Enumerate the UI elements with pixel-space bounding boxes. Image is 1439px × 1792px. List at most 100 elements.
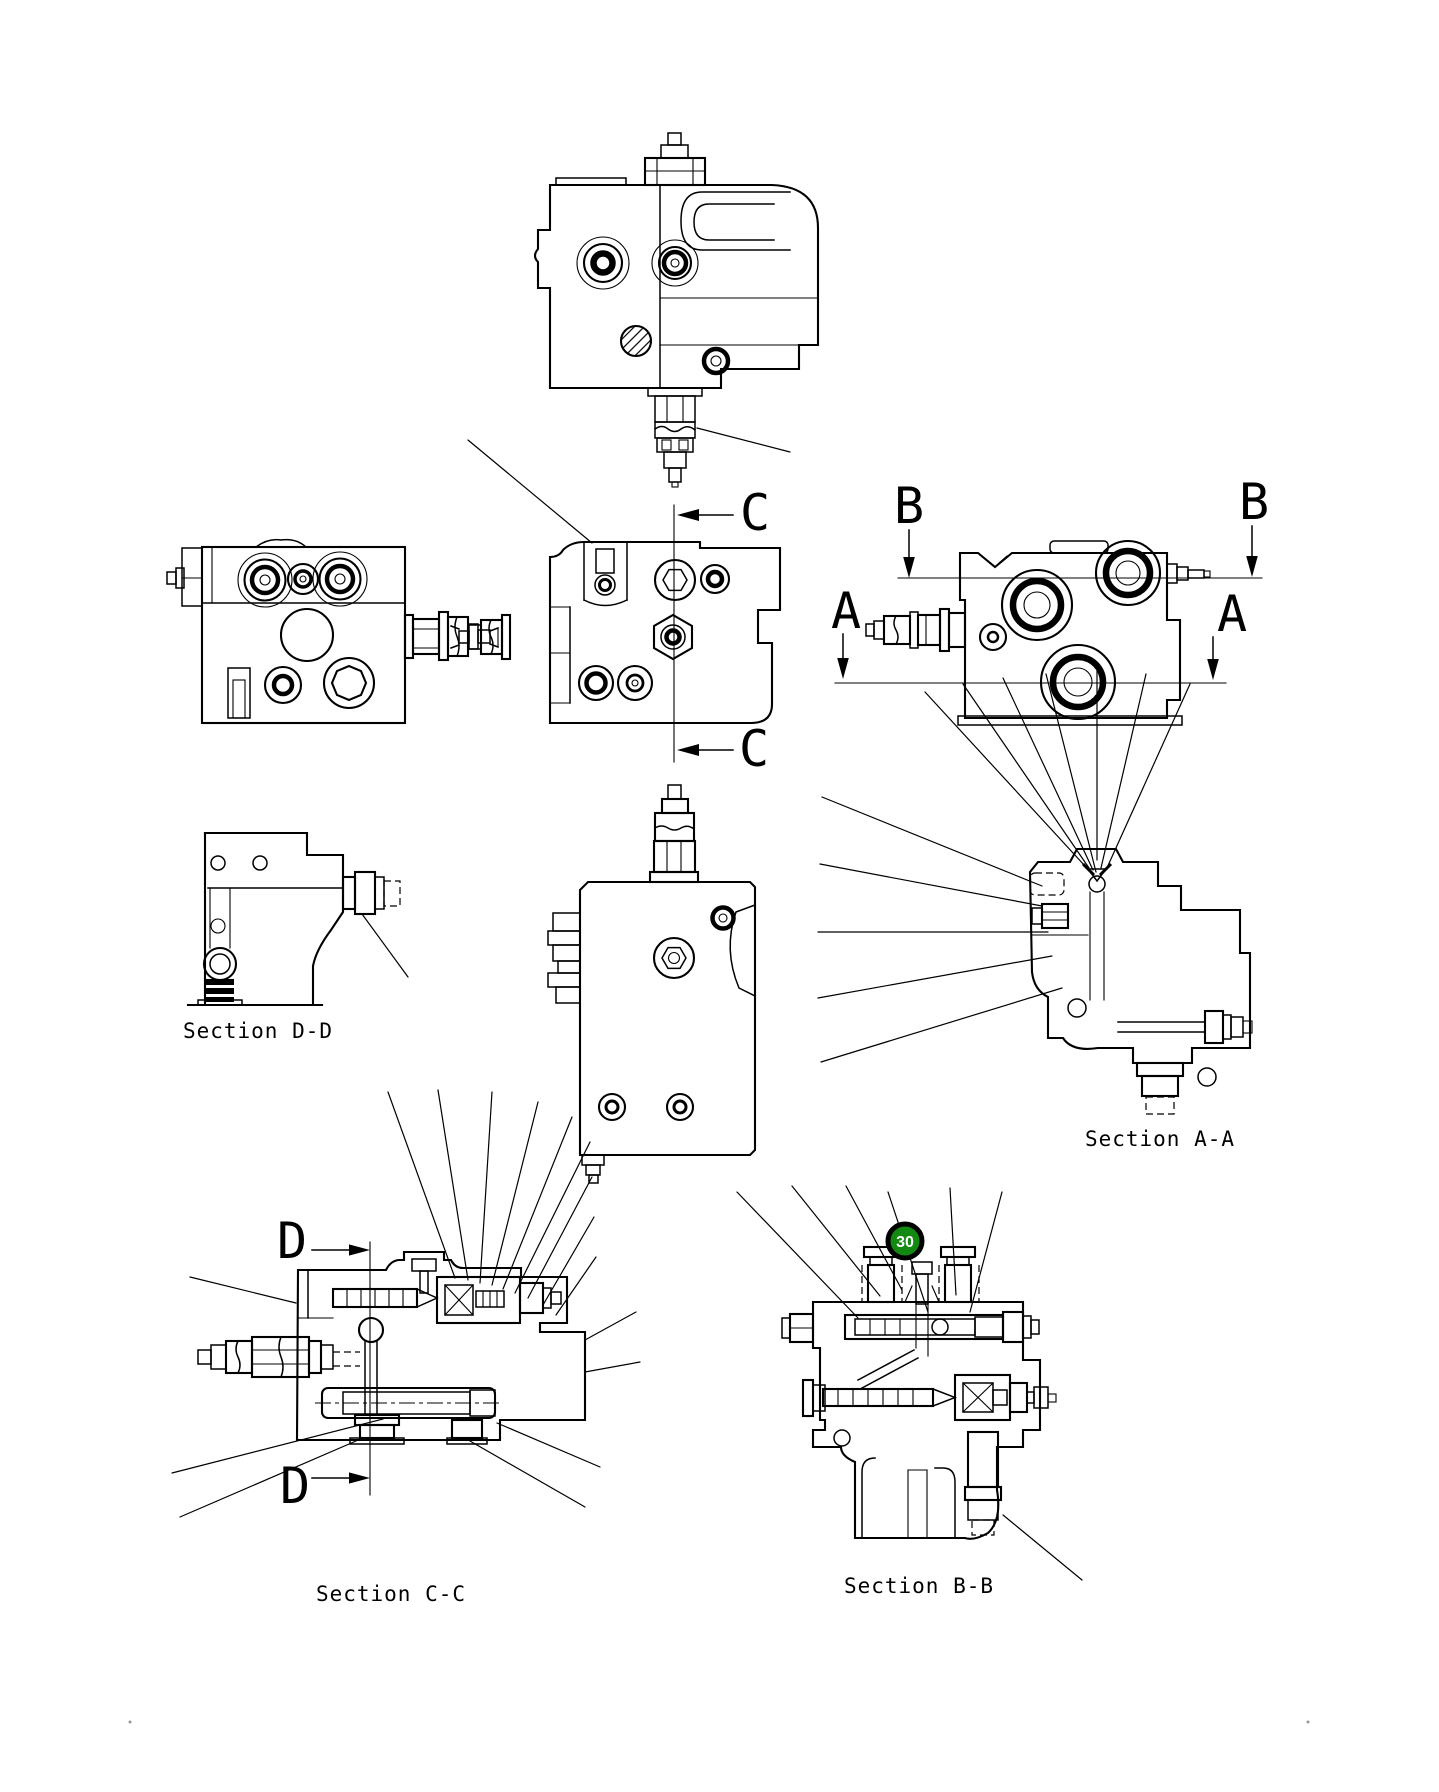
eyelet (202, 946, 238, 982)
section-aa-view: Section A-A (817, 669, 1253, 1151)
hex-plug-fitting (197, 1335, 360, 1379)
body-outline (958, 551, 1182, 720)
section-bb-label: Section B-B (844, 1574, 994, 1598)
bottom-plug (1135, 1061, 1185, 1115)
side-bolt (1166, 563, 1211, 584)
cut-letter-c-bottom: C (739, 720, 769, 778)
leader-line (361, 913, 409, 978)
section-dd-label: Section D-D (183, 1019, 333, 1043)
top-fitting (648, 784, 700, 884)
body-outline (200, 545, 407, 725)
right-foot-plug (446, 1418, 488, 1445)
pilot-valve-box (435, 1275, 562, 1325)
side-view-left (166, 538, 499, 725)
port-circle (651, 239, 699, 287)
plug-fitting (450, 613, 512, 661)
section-arrow (903, 557, 915, 578)
horizontal-cartridge (315, 1386, 502, 1420)
bottom-plug (349, 1413, 405, 1445)
section-cc-view: D D Section C-C (171, 1089, 641, 1606)
section-arrow (677, 509, 699, 521)
cartridge-valve (938, 1245, 980, 1304)
elevation-view-right (865, 539, 1211, 726)
page-mark (128, 1720, 132, 1724)
stem-nut (660, 144, 689, 159)
port-circle (701, 346, 731, 376)
valve-body-outline (533, 183, 820, 390)
port-circle (263, 665, 303, 705)
cut-letter-c-top: C (740, 484, 770, 542)
port-circle (312, 551, 368, 607)
side-bolt (166, 571, 177, 585)
cut-letter-b-right: B (1239, 473, 1269, 531)
port-circle (322, 656, 376, 710)
stem-tip (667, 132, 682, 146)
section-arrow (837, 658, 849, 679)
section-arrow (1207, 659, 1219, 680)
screw-circle (597, 1092, 627, 1122)
plug-fitting (1001, 1310, 1040, 1344)
port-circle (577, 664, 615, 702)
port-circle (1000, 568, 1074, 642)
bottom-view-center (547, 784, 757, 1184)
port-circle (1094, 539, 1162, 607)
section-cc-label: Section C-C (316, 1582, 466, 1606)
cut-letter-d-bottom: D (280, 1457, 310, 1515)
leader-lines (817, 669, 1191, 1063)
hex-socket-port (652, 936, 696, 980)
body-outline (578, 880, 757, 1157)
cut-letter-d-top: D (277, 1212, 307, 1270)
section-body-outline (811, 1300, 1042, 1540)
section-arrow (349, 1472, 370, 1484)
side-plug-bolt (1203, 1009, 1253, 1045)
bore-circle (279, 607, 335, 663)
port-circle (616, 664, 654, 702)
plug-fitting (865, 607, 967, 653)
part-balloon-30[interactable]: 30 (885, 1221, 925, 1261)
plug-fitting (801, 1378, 826, 1418)
screw-circle (665, 1092, 695, 1122)
leader-line (1002, 1514, 1083, 1581)
bracket-outline (203, 831, 345, 1005)
balloon-number[interactable]: 30 (896, 1234, 914, 1251)
front-view (533, 132, 820, 488)
check-ball (1088, 875, 1106, 893)
leader-lines (171, 1089, 641, 1518)
solenoid-stem (647, 387, 703, 488)
port-circle (237, 552, 293, 608)
section-arrow (677, 744, 699, 756)
leader-lines (736, 1185, 1003, 1319)
slot-boss (680, 191, 791, 251)
section-bb-view: 30 Section B-B (736, 1185, 1083, 1598)
plan-view-center (450, 439, 782, 725)
hex-plug (652, 613, 694, 661)
bottom-stem (581, 1154, 605, 1184)
section-dd-view: Section D-D (183, 831, 409, 1043)
port-circle (699, 563, 731, 595)
cut-letter-a-right: A (1217, 585, 1247, 643)
cut-line-c: C C (673, 484, 770, 778)
cut-lines-ab: B B A A (831, 473, 1269, 684)
port-circle (833, 1429, 851, 1447)
cut-line-d: D D (277, 1212, 371, 1515)
drain-plug (963, 1430, 1003, 1536)
bore-circle (357, 1316, 385, 1344)
spool (331, 1287, 439, 1309)
port-circle (710, 905, 736, 931)
port-circle (576, 236, 630, 290)
section-body-outline (1028, 847, 1252, 1065)
cut-letter-a-left: A (831, 582, 861, 640)
section-arrow (349, 1244, 370, 1256)
pilot-valve-box (953, 1373, 1057, 1422)
section-arrow (1246, 556, 1258, 577)
section-aa-label: Section A-A (1085, 1127, 1235, 1151)
cut-letter-b-left: B (894, 477, 924, 535)
spool (821, 1387, 958, 1408)
balloon-circle[interactable] (885, 1221, 925, 1261)
plug-fitting (781, 1312, 815, 1344)
port-circle (1039, 643, 1117, 721)
left-plug-stack (547, 912, 581, 1004)
page-mark (1306, 1720, 1310, 1724)
